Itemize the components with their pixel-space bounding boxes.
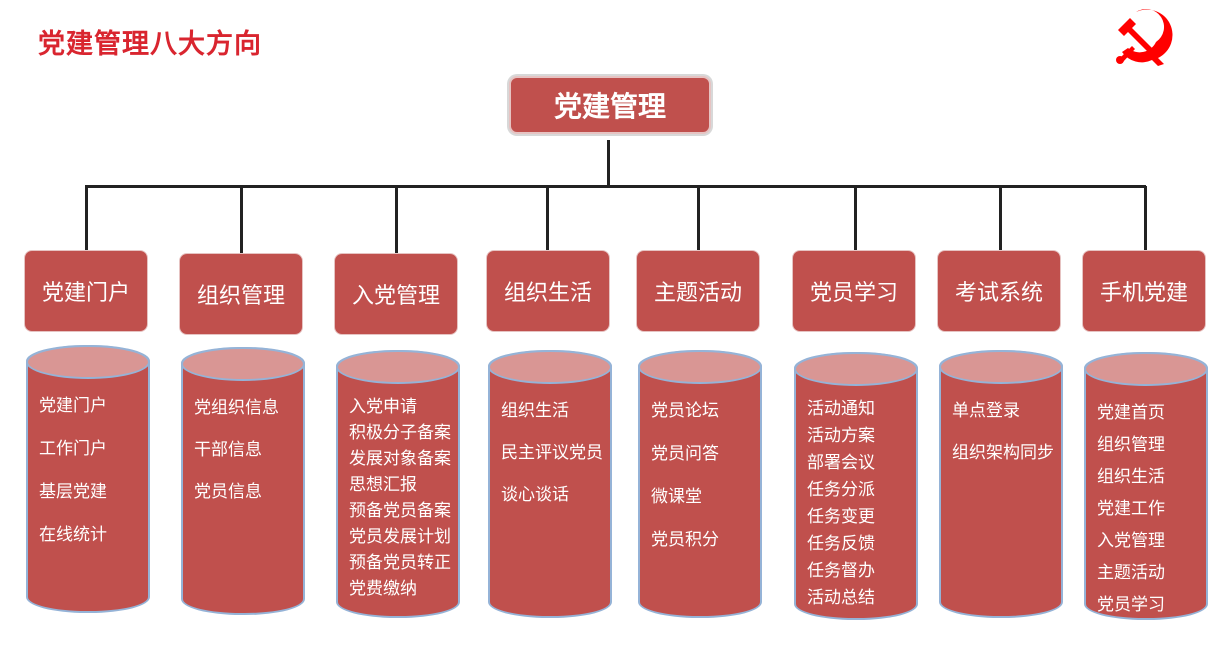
list-item: 任务督办 xyxy=(807,561,875,581)
items-cylinder: 入党申请积极分子备案发展对象备案思想汇报预备党员备案党员发展计划预备党员转正党费… xyxy=(336,350,460,618)
list-item: 基层党建 xyxy=(39,482,107,502)
list-item: 主题活动 xyxy=(1097,563,1165,583)
connector-drop xyxy=(1144,186,1147,250)
list-item: 活动总结 xyxy=(807,588,875,608)
column: 组织生活 组织生活民主评议党员谈心谈话 xyxy=(486,0,612,665)
list-item: 干部信息 xyxy=(194,440,262,460)
connector-drop xyxy=(85,186,88,250)
list-item: 任务反馈 xyxy=(807,534,875,554)
cylinder-cap xyxy=(336,350,460,384)
root-node: 党建管理 xyxy=(509,76,711,134)
item-list: 党建门户工作门户基层党建在线统计 xyxy=(39,391,107,563)
cylinder-cap xyxy=(939,350,1063,384)
page-title: 党建管理八大方向 xyxy=(38,29,262,60)
category-box: 手机党建 xyxy=(1082,250,1206,332)
items-cylinder: 组织生活民主评议党员谈心谈话 xyxy=(488,350,612,618)
list-item: 任务变更 xyxy=(807,507,875,527)
connector-trunk xyxy=(607,140,610,187)
category-box: 组织生活 xyxy=(486,250,610,332)
list-item: 入党管理 xyxy=(1097,531,1165,551)
item-list: 活动通知活动方案部署会议任务分派任务变更任务反馈任务督办活动总结 xyxy=(807,394,875,610)
connector-drop xyxy=(854,186,857,250)
list-item: 党建首页 xyxy=(1097,403,1165,423)
list-item: 民主评议党员 xyxy=(501,443,603,463)
column: 党建门户 党建门户工作门户基层党建在线统计 xyxy=(24,0,150,665)
list-item: 党员学习 xyxy=(1097,595,1165,615)
item-list: 组织生活民主评议党员谈心谈话 xyxy=(501,396,603,522)
cylinder-cap xyxy=(1084,352,1208,386)
items-cylinder: 党建门户工作门户基层党建在线统计 xyxy=(26,345,150,613)
list-item: 任务分派 xyxy=(807,480,875,500)
list-item: 预备党员转正 xyxy=(349,553,451,573)
cylinder-cap xyxy=(488,350,612,384)
hammer-sickle-icon xyxy=(1116,8,1173,67)
list-item: 在线统计 xyxy=(39,525,107,545)
list-item: 预备党员备案 xyxy=(349,501,451,521)
list-item: 组织生活 xyxy=(1097,467,1165,487)
item-list: 单点登录组织架构同步 xyxy=(952,396,1054,480)
connector-drop xyxy=(697,186,700,250)
list-item: 入党申请 xyxy=(349,397,417,417)
list-item: 党组织信息 xyxy=(194,398,279,418)
category-box: 组织管理 xyxy=(179,253,303,335)
list-item: 党建门户 xyxy=(39,396,107,416)
connector-bar xyxy=(85,185,1146,188)
list-item: 谈心谈话 xyxy=(501,485,569,505)
list-item: 部署会议 xyxy=(807,453,875,473)
list-item: 党员问答 xyxy=(651,444,719,464)
list-item: 组织生活 xyxy=(501,401,569,421)
column: 入党管理 入党申请积极分子备案发展对象备案思想汇报预备党员备案党员发展计划预备党… xyxy=(334,0,460,665)
column: 手机党建 党建首页组织管理组织生活党建工作入党管理主题活动党员学习 xyxy=(1082,0,1208,665)
list-item: 活动方案 xyxy=(807,426,875,446)
list-item: 党费缴纳 xyxy=(349,579,417,599)
items-cylinder: 单点登录组织架构同步 xyxy=(939,350,1063,618)
list-item: 组织架构同步 xyxy=(952,443,1054,463)
item-list: 党组织信息干部信息党员信息 xyxy=(194,393,279,519)
connector-drop xyxy=(546,186,549,250)
list-item: 党员信息 xyxy=(194,482,262,502)
connector-drop xyxy=(999,186,1002,250)
category-box: 入党管理 xyxy=(334,253,458,335)
list-item: 党员发展计划 xyxy=(349,527,451,547)
list-item: 党员积分 xyxy=(651,530,719,550)
list-item: 活动通知 xyxy=(807,399,875,419)
list-item: 党建工作 xyxy=(1097,499,1165,519)
list-item: 组织管理 xyxy=(1097,435,1165,455)
cylinder-cap xyxy=(638,350,762,384)
item-list: 党建首页组织管理组织生活党建工作入党管理主题活动党员学习 xyxy=(1097,398,1165,622)
category-box: 考试系统 xyxy=(937,250,1061,332)
cylinder-cap xyxy=(181,347,305,381)
list-item: 微课堂 xyxy=(651,487,702,507)
list-item: 思想汇报 xyxy=(349,475,417,495)
item-list: 入党申请积极分子备案发展对象备案思想汇报预备党员备案党员发展计划预备党员转正党费… xyxy=(349,392,451,600)
cylinder-cap xyxy=(794,352,918,386)
list-item: 工作门户 xyxy=(39,439,107,459)
category-box: 党建门户 xyxy=(24,250,148,332)
items-cylinder: 活动通知活动方案部署会议任务分派任务变更任务反馈任务督办活动总结 xyxy=(794,352,918,620)
cylinder-cap xyxy=(26,345,150,379)
list-item: 积极分子备案 xyxy=(349,423,451,443)
column: 组织管理 党组织信息干部信息党员信息 xyxy=(179,0,305,665)
category-box: 主题活动 xyxy=(636,250,760,332)
column: 主题活动 党员论坛党员问答微课堂党员积分 xyxy=(636,0,762,665)
items-cylinder: 党员论坛党员问答微课堂党员积分 xyxy=(638,350,762,618)
connector-drop xyxy=(395,186,398,253)
column: 考试系统 单点登录组织架构同步 xyxy=(937,0,1063,665)
column: 党员学习 活动通知活动方案部署会议任务分派任务变更任务反馈任务督办活动总结 xyxy=(792,0,918,665)
items-cylinder: 党组织信息干部信息党员信息 xyxy=(181,347,305,615)
item-list: 党员论坛党员问答微课堂党员积分 xyxy=(651,396,719,568)
items-cylinder: 党建首页组织管理组织生活党建工作入党管理主题活动党员学习 xyxy=(1084,352,1208,620)
category-box: 党员学习 xyxy=(792,250,916,332)
list-item: 党员论坛 xyxy=(651,401,719,421)
list-item: 单点登录 xyxy=(952,401,1020,421)
list-item: 发展对象备案 xyxy=(349,449,451,469)
connector-drop xyxy=(240,186,243,253)
